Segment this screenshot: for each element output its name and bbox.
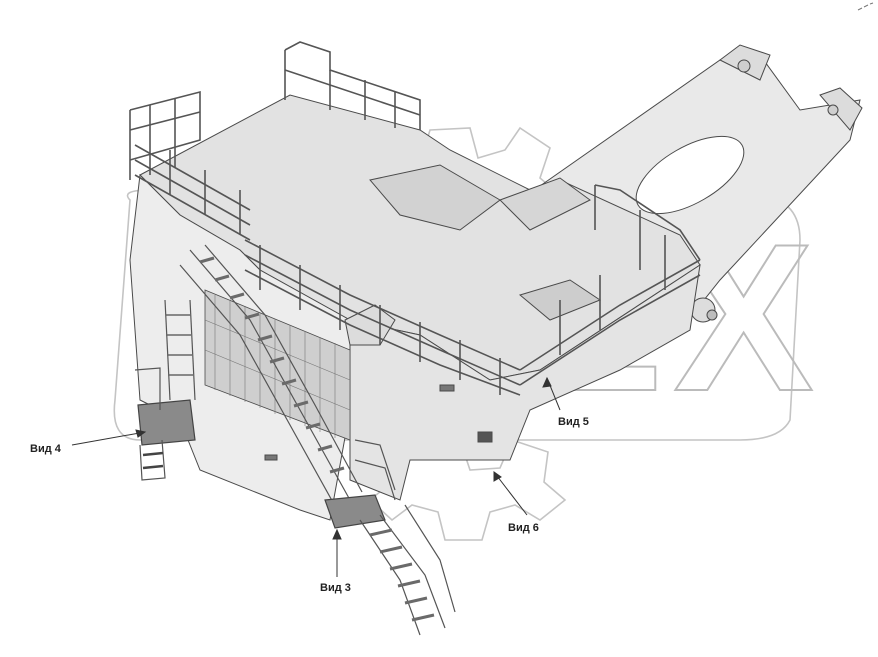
railings — [129, 41, 701, 396]
leader-vid6 — [493, 471, 528, 516]
callout-vid4: Вид 4 — [30, 443, 62, 455]
leader-lines — [71, 376, 561, 577]
corner-mark — [857, 2, 874, 11]
callout-vid6: Вид 6 — [508, 522, 539, 534]
left-ladder — [134, 299, 196, 481]
leader-vid4 — [71, 431, 146, 446]
callout-vid3: Вид 3 — [320, 582, 351, 594]
callout-vid5: Вид 5 — [558, 416, 589, 428]
front-staircase — [359, 504, 456, 636]
main-staircase — [179, 244, 396, 529]
